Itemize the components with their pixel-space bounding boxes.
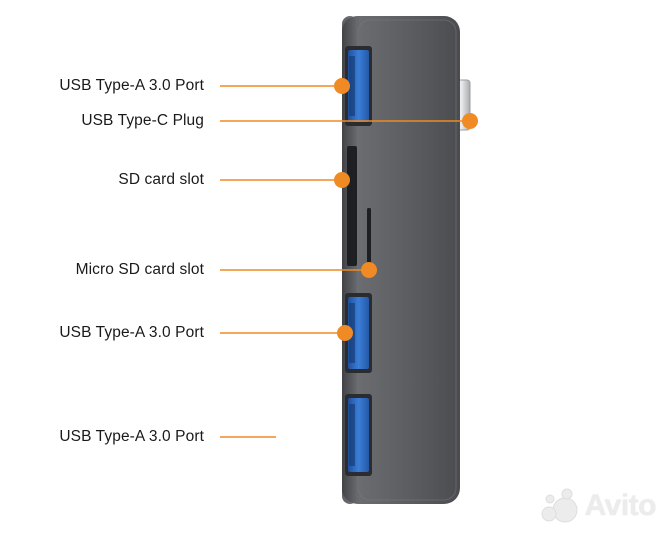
- watermark-text: Avito: [584, 489, 657, 522]
- dot-usb-a-middle: [337, 325, 353, 341]
- label-sd-slot: SD card slot: [118, 171, 204, 188]
- label-usb-c-plug: USB Type-C Plug: [81, 112, 204, 129]
- sd-slot-shape: [347, 146, 357, 266]
- dot-sd-slot: [334, 172, 350, 188]
- dot-usb-c-plug: [462, 113, 478, 129]
- dot-micro-sd: [361, 262, 377, 278]
- avito-logo-icon: [541, 488, 578, 523]
- micro-sd-slot-shape: [367, 208, 371, 268]
- label-usb-a-top: USB Type-A 3.0 Port: [59, 77, 204, 94]
- usb-a-port-bottom: [345, 394, 372, 476]
- label-micro-sd-slot: Micro SD card slot: [75, 261, 204, 278]
- callout-leaders: [220, 78, 478, 438]
- dot-usb-a-top: [334, 78, 350, 94]
- label-usb-a-middle: USB Type-A 3.0 Port: [59, 324, 204, 341]
- usb-a-port-top: [345, 46, 372, 126]
- avito-watermark: Avito: [537, 486, 657, 526]
- label-usb-a-bottom: USB Type-A 3.0 Port: [59, 428, 204, 445]
